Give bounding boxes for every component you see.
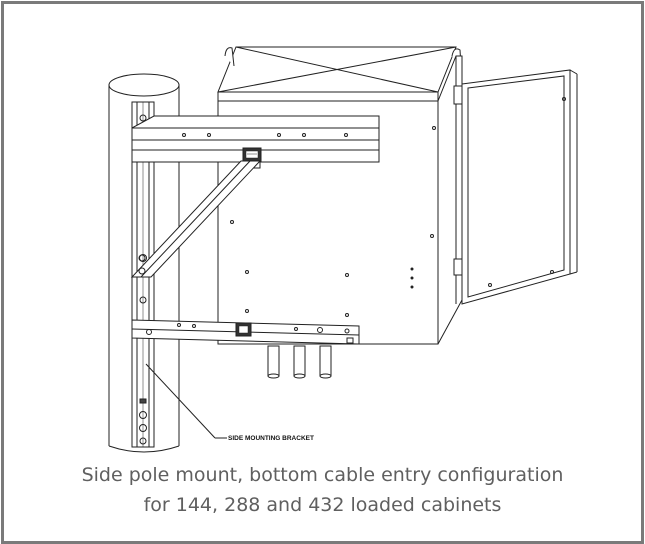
callout-label: SIDE MOUNTING BRACKET [228,435,314,442]
callout-leader [145,363,227,439]
caption-line-1: Side pole mount, bottom cable entry conf… [81,464,564,486]
cabinet-door [453,69,578,305]
cabinet [217,46,463,345]
diagonal-brace [130,160,262,278]
upper-arm [131,115,380,169]
lower-arm [131,319,360,345]
cable-entry-pipes [267,345,332,379]
caption-line-2: for 144, 288 and 432 loaded cabinets [143,494,502,516]
pole-mount-drawing: SIDE MOUNTING BRACKET [108,46,578,453]
